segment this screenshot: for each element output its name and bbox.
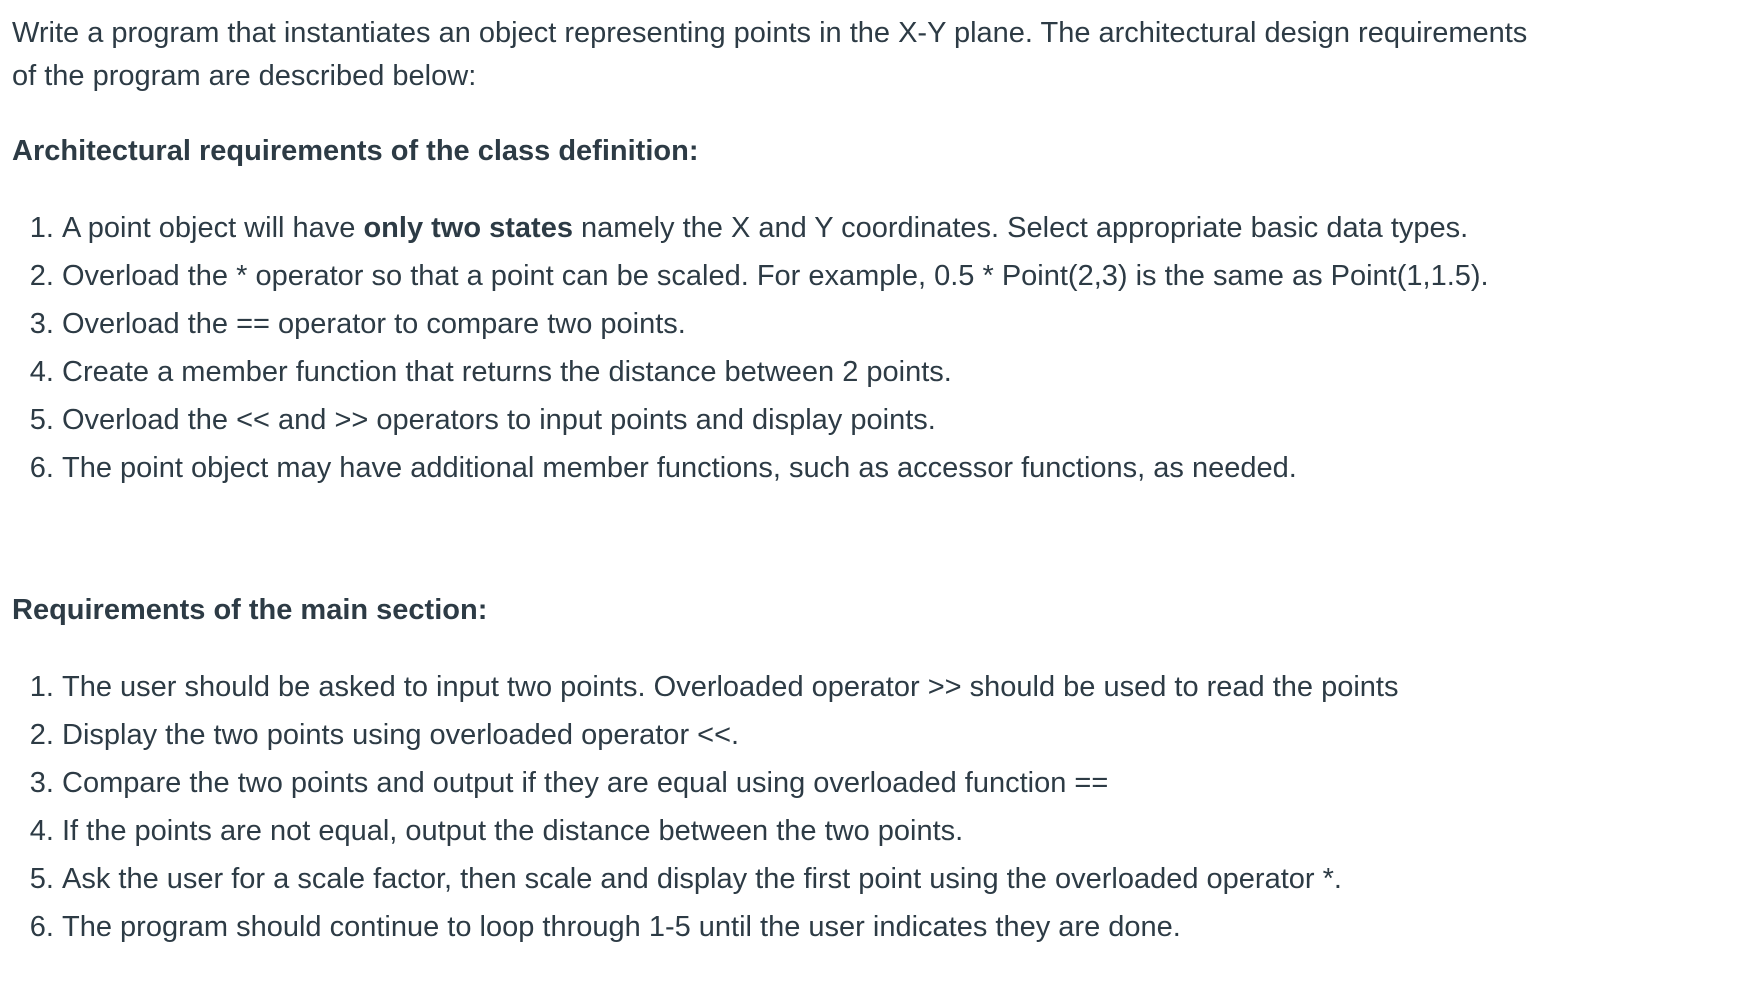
requirement-item: Ask the user for a scale factor, then sc… <box>62 858 1734 901</box>
class-requirements-list: A point object will have only two states… <box>12 207 1734 490</box>
requirement-item: Overload the * operator so that a point … <box>62 255 1734 298</box>
requirement-item: A point object will have only two states… <box>62 207 1734 250</box>
requirement-item: Overload the == operator to compare two … <box>62 303 1734 346</box>
main-requirements-heading: Requirements of the main section: <box>12 594 488 626</box>
requirement-item: Compare the two points and output if the… <box>62 762 1734 805</box>
item-text: namely the X and Y coordinates. Select a… <box>572 212 1469 244</box>
requirement-item: If the points are not equal, output the … <box>62 810 1734 853</box>
requirement-item: Overload the << and >> operators to inpu… <box>62 399 1734 442</box>
main-requirements-list: The user should be asked to input two po… <box>12 666 1734 949</box>
intro-line-1: Write a program that instantiates an obj… <box>12 17 1528 49</box>
requirement-item: The user should be asked to input two po… <box>62 666 1734 709</box>
assignment-description: Write a program that instantiates an obj… <box>12 12 1734 949</box>
requirement-item: Create a member function that returns th… <box>62 351 1734 394</box>
requirement-item: The program should continue to loop thro… <box>62 906 1734 949</box>
requirement-item: The point object may have additional mem… <box>62 447 1734 490</box>
item-text-bold: only two states <box>363 212 573 244</box>
empty-paragraph <box>12 514 1734 557</box>
intro-line-2: of the program are described below: <box>12 60 477 92</box>
class-requirements-heading: Architectural requirements of the class … <box>12 135 699 167</box>
requirement-item: Display the two points using overloaded … <box>62 714 1734 757</box>
intro-paragraph: Write a program that instantiates an obj… <box>12 12 1734 98</box>
item-text: A point object will have <box>62 212 364 244</box>
